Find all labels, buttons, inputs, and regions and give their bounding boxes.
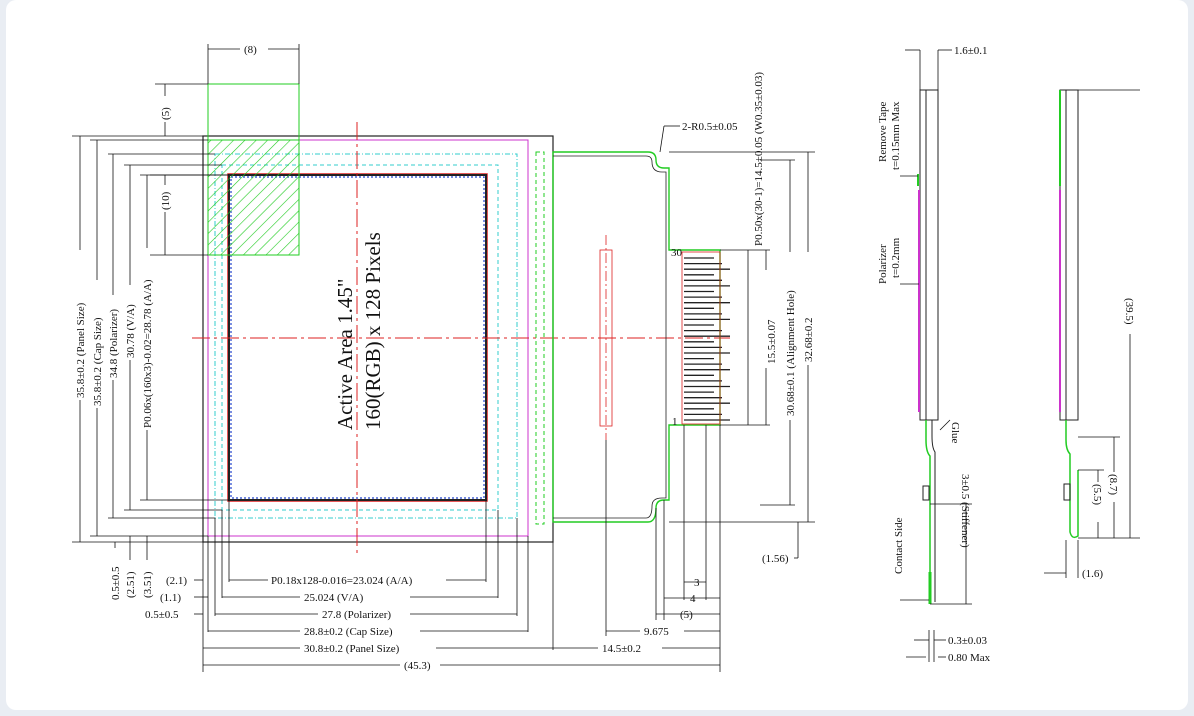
dim-5: (5) bbox=[160, 107, 172, 120]
fpc-edge bbox=[535, 151, 545, 525]
dim-thickness: 1.6±0.1 bbox=[954, 45, 988, 57]
dim-total-h: (45.3) bbox=[404, 660, 431, 672]
dim-pitch: P0.50x(30-1)=14.5±0.05 (W0.35±0.03) bbox=[753, 72, 765, 246]
dim-145: 14.5±0.2 bbox=[602, 643, 641, 655]
dim-polarizer-v: 34.8 (Polarizer) bbox=[108, 309, 120, 378]
side-view-1-text: 1.6±0.1 Remove Tape t=0.15mm Max Polariz… bbox=[877, 45, 991, 664]
dimension-text: (8) (5) (10) 35.8±0.2 (Panel Size) 35.8±… bbox=[75, 44, 815, 672]
dim-05-bottom: 0.5±0.5 bbox=[145, 609, 179, 621]
fpc-bend-2 bbox=[1065, 420, 1079, 539]
glass-stack bbox=[919, 89, 939, 421]
dim-va-v: 30.78 (V/A) bbox=[125, 304, 137, 358]
dim-87: (8.7) bbox=[1107, 474, 1119, 495]
dim-3268: 32.68±0.2 bbox=[803, 317, 815, 362]
dim-21: (2.1) bbox=[166, 575, 187, 587]
dim-4: 4 bbox=[690, 593, 696, 605]
dim-va-h: 25.024 (V/A) bbox=[304, 592, 364, 604]
dim-05-left: 0.5±0.5 bbox=[110, 566, 122, 600]
dim-03: 0.3±0.03 bbox=[948, 635, 988, 647]
label-glue: Glue bbox=[949, 422, 961, 444]
dim-aa-h: P0.18x128-0.016=23.024 (A/A) bbox=[271, 575, 413, 587]
label-polarizer: Polarizer bbox=[877, 244, 889, 284]
label-polarizer-thickness: t=0.2mm bbox=[890, 237, 902, 278]
dim-polarizer-h: 27.8 (Polarizer) bbox=[322, 609, 391, 621]
pin-area bbox=[681, 251, 721, 425]
side-view-1 bbox=[900, 49, 972, 662]
fpc-bend-1 bbox=[925, 420, 931, 602]
active-area-line1: Active Area 1.45" bbox=[333, 279, 357, 430]
dim-155: 15.5±0.07 bbox=[766, 319, 778, 364]
dimensions bbox=[72, 44, 815, 672]
label-contact-side: Contact Side bbox=[893, 517, 905, 574]
dim-11: (1.1) bbox=[160, 592, 181, 604]
dim-10: (10) bbox=[160, 191, 172, 210]
fpc-outline-inner bbox=[553, 155, 667, 519]
dim-395: (39.5) bbox=[1123, 298, 1135, 325]
dim-351: (3.51) bbox=[142, 571, 154, 598]
dim-cap-h: 28.8±0.2 (Cap Size) bbox=[304, 626, 393, 638]
glass-stack-2 bbox=[1059, 89, 1079, 421]
dim-aa-v: P0.06x(160x3)-0.02=28.78 (A/A) bbox=[142, 279, 154, 428]
dim-9675: 9.675 bbox=[644, 626, 669, 638]
dim-panel-h: 30.8±0.2 (Panel Size) bbox=[304, 643, 400, 655]
fpc-outline bbox=[552, 151, 721, 523]
active-area-line2: 160(RGB) x 128 Pixels bbox=[361, 232, 385, 430]
hatch-marker bbox=[207, 139, 300, 256]
stiffener-1 bbox=[922, 485, 930, 501]
side-view-2-text: (39.5) (8.7) (5.5) (1.6) bbox=[1082, 298, 1135, 580]
marker-outline bbox=[207, 83, 300, 256]
dim-16: (1.6) bbox=[1082, 568, 1103, 580]
dim-alignment: 30.68±0.1 (Alignment Hole) bbox=[785, 290, 797, 416]
fpc-pins bbox=[681, 251, 730, 425]
dim-080: 0.80 Max bbox=[948, 652, 991, 664]
label-tape-thickness: t=0.15mm Max bbox=[890, 101, 902, 170]
dim-55: (5.5) bbox=[1091, 484, 1103, 505]
pin-30-label: 30 bbox=[671, 247, 683, 259]
label-remove-tape: Remove Tape bbox=[877, 101, 889, 162]
dim-156: (1.56) bbox=[762, 553, 789, 565]
polarizer-outline bbox=[214, 153, 518, 519]
dim-251: (2.51) bbox=[125, 571, 137, 598]
side-view-2 bbox=[1044, 89, 1140, 578]
dim-8: (8) bbox=[244, 44, 257, 56]
front-view bbox=[192, 83, 730, 556]
dim-stiffener: 3±0.5 (Stiffener) bbox=[959, 474, 971, 548]
dim-5-fpc: (5) bbox=[680, 609, 693, 621]
pin-1-label: 1 bbox=[672, 416, 678, 428]
dim-radius: 2-R0.5±0.05 bbox=[682, 121, 738, 133]
dim-panel-size-v: 35.8±0.2 (Panel Size) bbox=[75, 302, 87, 398]
dim-cap-size-v: 35.8±0.2 (Cap Size) bbox=[92, 317, 104, 406]
dim-3: 3 bbox=[694, 577, 700, 589]
